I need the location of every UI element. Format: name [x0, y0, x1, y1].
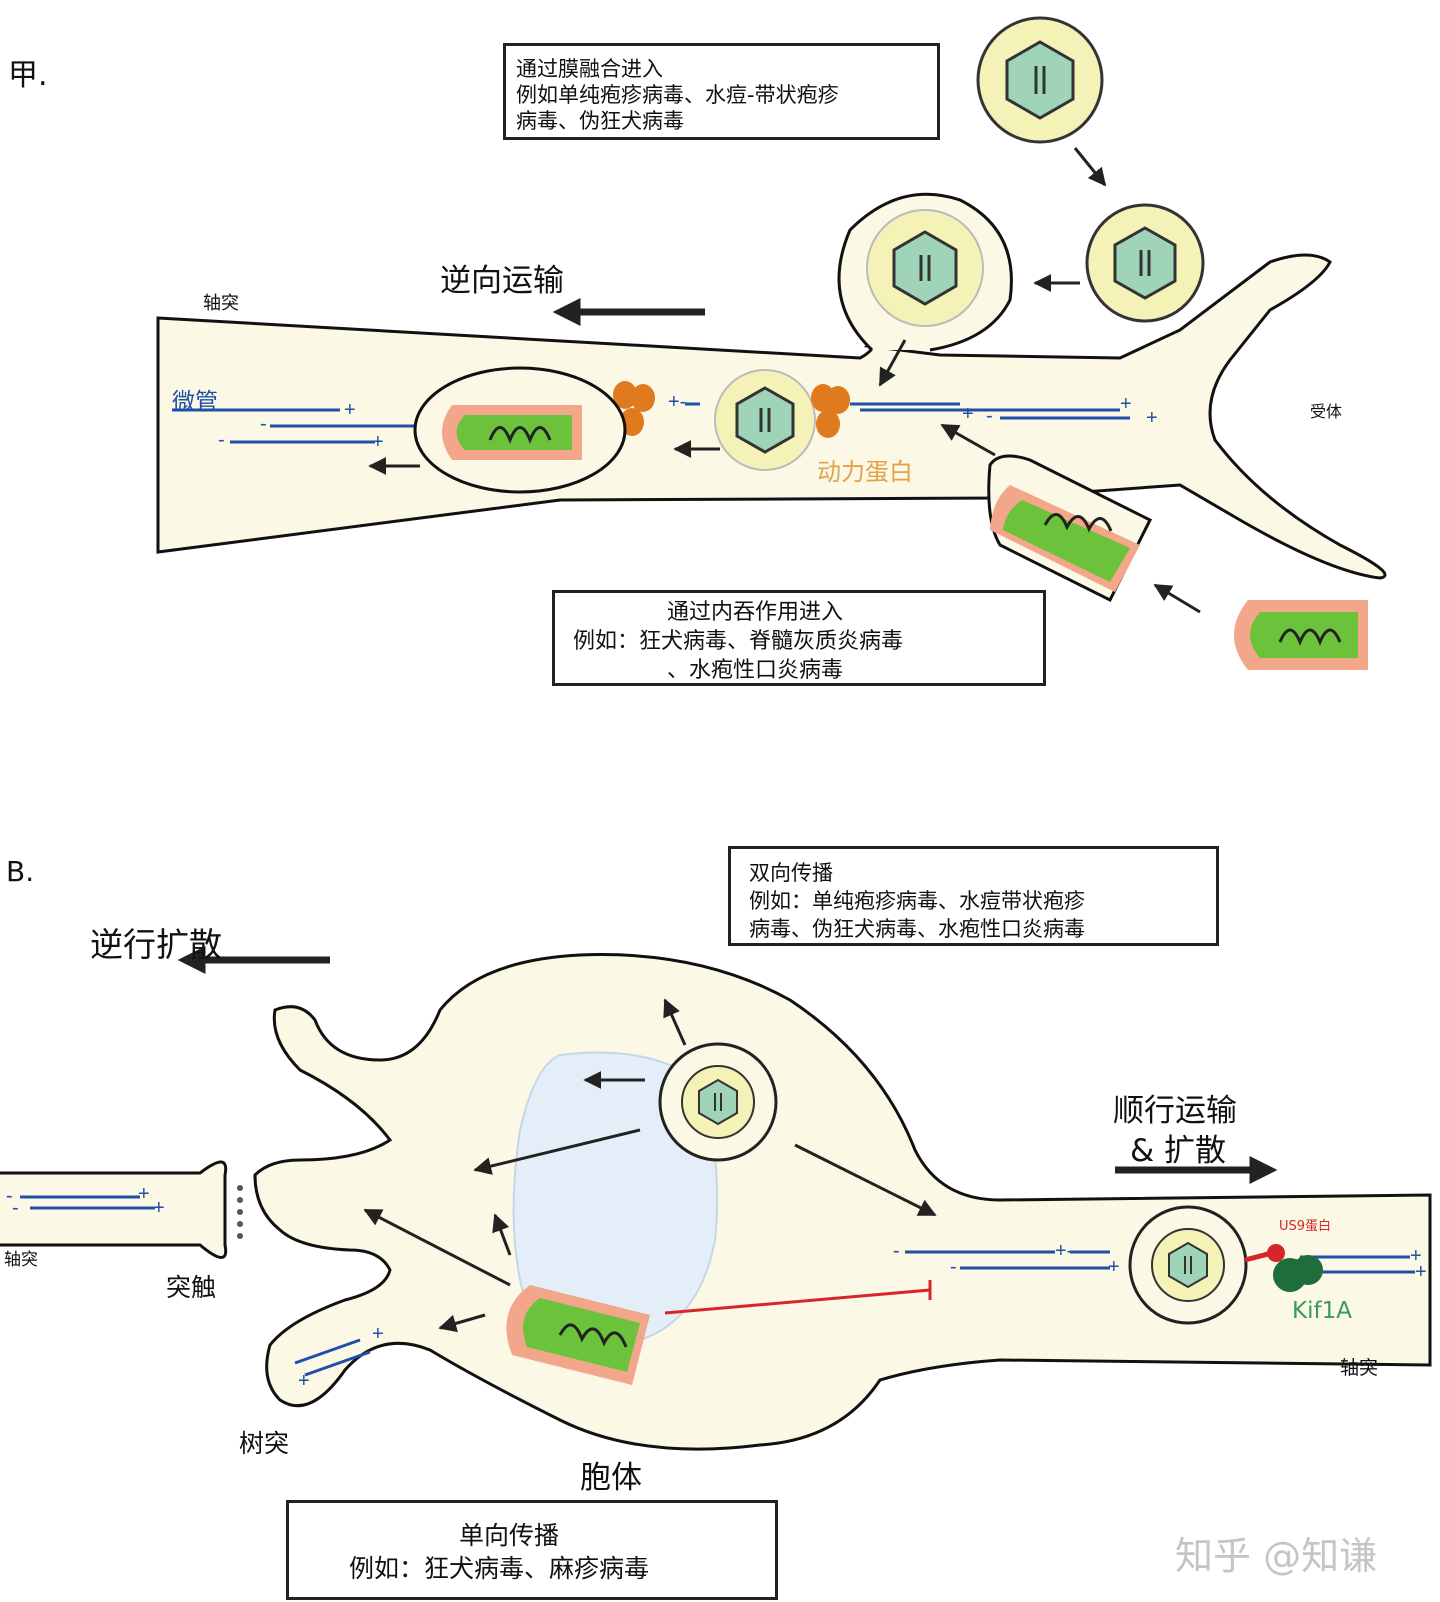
dynein-label: 动力蛋白 [817, 458, 913, 486]
bidirectional-box: 双向传播 例如：单纯疱疹病毒、水痘带状疱疹 病毒、伪狂犬病毒、水疱性口炎病毒 [728, 846, 1219, 946]
svg-text:+: + [1108, 1256, 1120, 1278]
endocytosis-box: 通过内吞作用进入 例如：狂犬病毒、脊髓灰质炎病毒 、水疱性口炎病毒 [552, 590, 1046, 686]
retrograde-transport-label: 逆向运输 [440, 263, 564, 299]
svg-text:+-: +- [1055, 1240, 1073, 1262]
bidirectional-line3: 病毒、伪狂犬病毒、水疱性口炎病毒 [749, 917, 1085, 941]
svg-text:-: - [12, 1197, 19, 1219]
synapse-label: 突触 [166, 1273, 217, 1302]
unidirectional-line2: 例如：狂犬病毒、麻疹病毒 [349, 1554, 650, 1583]
rabies-in-soma [506, 1280, 932, 1385]
unidirectional-box: 单向传播 例如：狂犬病毒、麻疹病毒 [286, 1500, 778, 1600]
anterograde-line2: & 扩散 [1130, 1133, 1227, 1169]
panel-a-letter: 甲. [8, 58, 48, 93]
endosome-rabies [413, 366, 627, 494]
svg-text:+: + [372, 1323, 384, 1345]
panel-a: +--+ +-+- ++ [156, 16, 1387, 670]
svg-text:+: + [1415, 1261, 1427, 1283]
retrograde-spread-label: 逆行扩散 [90, 925, 222, 964]
svg-text:-: - [260, 413, 267, 435]
endocytosis-line2: 例如：狂犬病毒、脊髓灰质炎病毒 [573, 629, 904, 654]
enveloped-virus-docking [1085, 203, 1205, 323]
panel-b-letter: B. [6, 855, 35, 888]
rabies-endocytosis [987, 454, 1153, 603]
enveloped-virus-free [976, 16, 1104, 144]
membrane-fusion-box: 通过膜融合进入 例如单纯疱疹病毒、水痘-带状疱疹 病毒、伪狂犬病毒 [503, 43, 940, 140]
unidirectional-line1: 单向传播 [459, 1521, 560, 1550]
soma-label: 胞体 [580, 1460, 642, 1496]
virion-in-axon [1128, 1205, 1323, 1325]
axon-label-a: 轴突 [203, 293, 239, 314]
kif1a-label: Kif1A [1292, 1298, 1352, 1324]
virion-in-soma [658, 1042, 778, 1162]
microtubules-b [20, 1195, 1415, 1377]
svg-text:+: + [372, 431, 384, 453]
left-axon [0, 1160, 228, 1259]
dendrite-label: 树突 [239, 1429, 290, 1458]
svg-text:+-: +- [668, 391, 686, 413]
axon-label-right: 轴突 [1340, 1357, 1379, 1379]
microtubule-label: 微管 [172, 389, 218, 415]
microtubules-a [172, 402, 1130, 444]
synaptic-vesicles [237, 1185, 243, 1239]
svg-text:-: - [986, 405, 993, 427]
svg-text:-: - [893, 1240, 900, 1262]
axon-label-left: 轴突 [4, 1250, 38, 1270]
svg-text:+: + [298, 1370, 310, 1392]
membrane-fusion-line2: 例如单纯疱疹病毒、水痘-带状疱疹 [516, 83, 839, 107]
bidirectional-line1: 双向传播 [749, 861, 833, 885]
svg-text:+: + [962, 403, 974, 425]
svg-text:+: + [153, 1197, 165, 1219]
rabies-free [1234, 600, 1368, 670]
svg-text:+: + [1120, 393, 1132, 415]
soma-body [253, 953, 1432, 1451]
watermark: 知乎 @知谦 [1175, 1534, 1378, 1578]
arrows-a [368, 147, 1201, 614]
anterograde-line1: 顺行运输 [1113, 1093, 1237, 1129]
svg-text:-: - [6, 1185, 13, 1207]
fusing-virus [837, 192, 1013, 352]
endocytosis-line3: 、水疱性口炎病毒 [667, 658, 844, 683]
receptor-label: 受体 [1310, 402, 1343, 421]
svg-text:+: + [1410, 1245, 1422, 1267]
endocytosis-line1: 通过内吞作用进入 [667, 600, 844, 625]
membrane-fusion-line3: 病毒、伪狂犬病毒 [516, 109, 684, 133]
arrows-b [363, 998, 937, 1333]
svg-text:+: + [344, 399, 356, 421]
membrane-fusion-line1: 通过膜融合进入 [516, 57, 663, 81]
us9-label: US9蛋白 [1279, 1219, 1332, 1234]
svg-text:+: + [1146, 407, 1158, 429]
panel-b: --++ -+--+ ++ ++ [0, 946, 1432, 1451]
capsid-with-dynein [613, 369, 850, 471]
svg-text:+: + [138, 1183, 150, 1205]
svg-text:-: - [218, 429, 225, 451]
svg-text:-: - [950, 1256, 957, 1278]
bidirectional-line2: 例如：单纯疱疹病毒、水痘带状疱疹 [749, 889, 1085, 913]
